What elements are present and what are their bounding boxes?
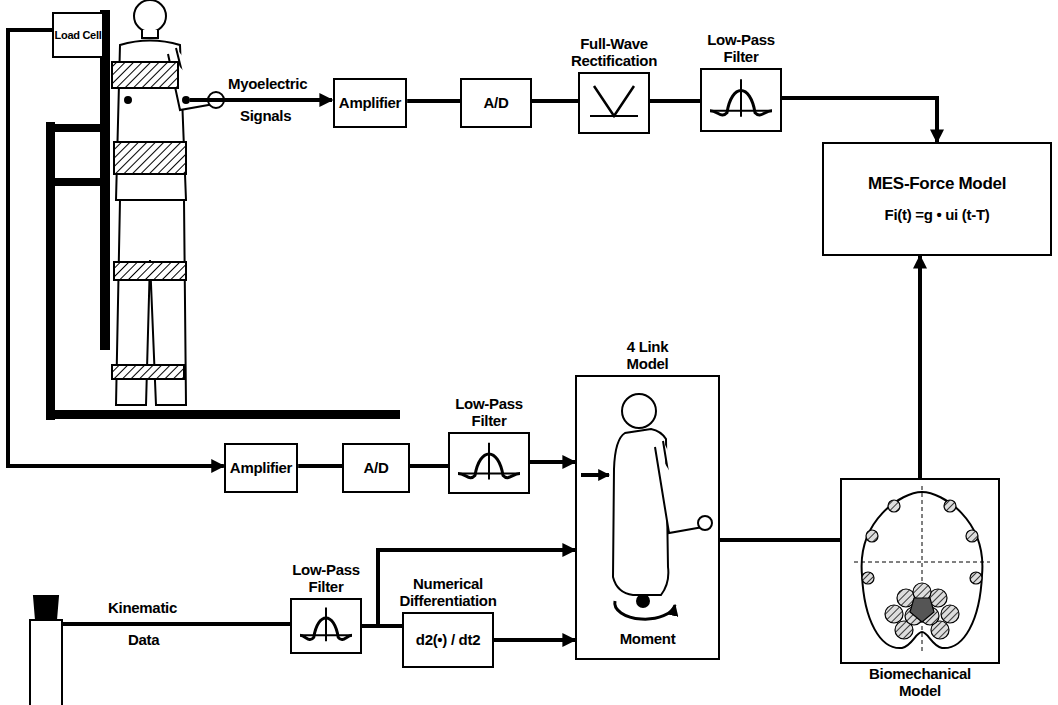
box-content: A/D [344, 445, 408, 491]
box-content [580, 74, 648, 132]
signal-connector [918, 256, 922, 478]
box-content: Load Cell [54, 14, 102, 56]
signal-connector [650, 99, 700, 103]
signal-arrow [190, 98, 332, 102]
box-heading: Low-Pass Filter [444, 396, 534, 430]
link-model-box: Moment4 Link Model [575, 375, 720, 660]
model-box: MES-Force ModelFi(t) =g • ui (t-T) [822, 142, 1052, 256]
box-label: Amplifier [230, 460, 292, 477]
signal-connector [410, 464, 448, 468]
box-label: Amplifier [339, 95, 401, 112]
signal-connector [532, 99, 578, 103]
sensor-box: Load Cell [52, 12, 104, 58]
filter-box: Low-Pass Filter [700, 68, 782, 132]
camera-icon [30, 596, 62, 705]
box-label: MES-Force Model [868, 174, 1006, 193]
box-heading: Low-Pass Filter [281, 562, 371, 596]
lpf-symbol [292, 600, 360, 652]
box-content [702, 70, 780, 130]
box-heading: Low-Pass Filter [696, 32, 786, 66]
process-box: Amplifier [224, 443, 298, 493]
bio-symbol [842, 480, 998, 662]
signal-connector [362, 624, 402, 628]
box-label: A/D [364, 460, 389, 477]
signal-connector [494, 638, 575, 642]
biomech-box: Biomechanical Model [840, 478, 1000, 664]
lpf-symbol [450, 434, 528, 492]
process-box: d2(•) / dt2Numerical Differentiation [402, 612, 494, 668]
signal-connector [530, 460, 575, 464]
lpf-symbol [702, 70, 780, 130]
box-heading: Full-Wave Rectification [564, 36, 664, 70]
box-heading: Numerical Differentiation [388, 576, 508, 610]
box-content: MES-Force ModelFi(t) =g • ui (t-T) [824, 144, 1050, 254]
box-heading: 4 Link Model [618, 339, 678, 373]
box-label: Load Cell [55, 29, 102, 41]
signal-connector [720, 538, 840, 542]
filter-box: Low-Pass Filter [290, 598, 362, 654]
box-label: Moment [577, 631, 718, 648]
signal-label: Kinematic [108, 600, 177, 617]
box-content [450, 434, 528, 492]
signal-connector [298, 464, 342, 468]
filter-box: Low-Pass Filter [448, 432, 530, 494]
process-box: A/D [342, 443, 410, 493]
box-content: Amplifier [226, 445, 296, 491]
signal-label: Data [128, 632, 159, 649]
box-content [292, 600, 360, 652]
kinematic-wire [62, 622, 290, 626]
load-frame [46, 10, 400, 420]
box-content: d2(•) / dt2 [404, 614, 492, 666]
fwr-symbol [580, 74, 648, 132]
link-symbol [577, 377, 718, 658]
process-box: Full-Wave Rectification [578, 72, 650, 134]
box-label: A/D [484, 95, 509, 112]
box-content [842, 480, 998, 662]
box-content: A/D [462, 80, 530, 126]
signal-connector [8, 30, 224, 466]
box-label: Fi(t) =g • ui (t-T) [885, 207, 990, 224]
box-label: d2(•) / dt2 [416, 632, 480, 649]
subject-figure [112, 0, 224, 405]
signal-label: Myoelectric [228, 76, 307, 93]
box-content: Amplifier [335, 80, 405, 126]
signal-connector [782, 98, 937, 142]
box-content: Moment [577, 377, 718, 658]
signal-label: Signals [240, 108, 291, 125]
process-box: Amplifier [333, 78, 407, 128]
process-box: A/D [460, 78, 532, 128]
box-heading: Biomechanical Model [860, 666, 980, 700]
signal-connector [407, 99, 460, 103]
